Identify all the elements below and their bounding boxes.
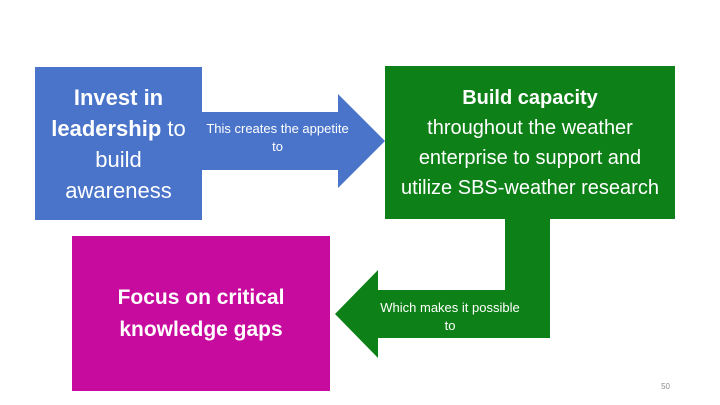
build-capacity-rest: throughout the weather enterprise to sup… (401, 116, 659, 199)
build-capacity-title: Build capacity (462, 86, 598, 109)
arrow-elbow-left (335, 218, 550, 358)
invest-leadership-text: Invest in leadership to build awareness (41, 82, 196, 206)
page-number: 50 (661, 382, 670, 391)
arrow-right (200, 94, 385, 188)
arrow-label-creates: This creates the appetite to (206, 121, 349, 154)
invest-leadership-rest: to build awareness (65, 115, 186, 203)
invest-leadership-box: Invest in leadership to build awareness (35, 67, 202, 220)
invest-leadership-bold: Invest in leadership (51, 84, 164, 141)
arrow-label-makes: Which makes it possible to (380, 300, 520, 333)
focus-gaps-text: Focus on critical knowledge gaps (117, 285, 285, 341)
build-capacity-box: Build capacity throughout the weather en… (385, 66, 675, 219)
focus-gaps-box: Focus on critical knowledge gaps (72, 236, 330, 391)
